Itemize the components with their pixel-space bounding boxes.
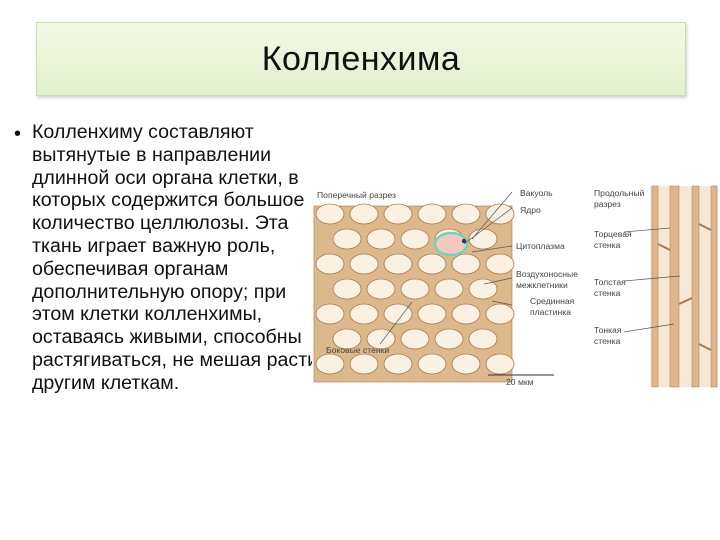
- label-scale-bar: 20 мкм: [506, 377, 534, 387]
- label-vacuole: Вакуоль: [520, 188, 553, 198]
- cell-lumen: [451, 203, 481, 225]
- cell-lumen: [315, 203, 345, 225]
- cell-lumen: [434, 278, 464, 300]
- cell-lumen: [451, 303, 481, 325]
- cell-lumen: [366, 228, 396, 250]
- label-thin-wall-1: Тонкая: [594, 325, 622, 335]
- cell-lumen: [383, 303, 413, 325]
- label-middle-lamella-1: Срединная: [530, 296, 575, 306]
- cell-lumen: [417, 253, 447, 275]
- label-cross-section: Поперечный разрез: [317, 190, 396, 200]
- cell-lumen: [485, 203, 515, 225]
- longitudinal-section: [650, 185, 718, 388]
- cell-lumen: [349, 203, 379, 225]
- label-longitudinal-1: Продольный: [594, 188, 645, 198]
- label-nucleus: Ядро: [520, 205, 541, 215]
- label-middle-lamella-2: пластинка: [530, 307, 571, 317]
- cell-lumen: [332, 228, 362, 250]
- label-side-walls: Боковые стенки: [326, 345, 389, 355]
- slide-title: Колленхима: [261, 39, 461, 78]
- label-end-wall-2: стенка: [594, 240, 621, 250]
- cell-lumen: [383, 203, 413, 225]
- cell-lumen: [400, 228, 430, 250]
- cell-lumen: [383, 353, 413, 375]
- cross-section-tissue: [313, 203, 515, 383]
- cell-lumen: [417, 203, 447, 225]
- cell-lumen: [315, 303, 345, 325]
- cell-lumen: [332, 328, 362, 350]
- cell-lumen: [349, 303, 379, 325]
- cell-lumen: [468, 278, 498, 300]
- highlighted-cell: [433, 231, 469, 257]
- label-longitudinal-2: разрез: [594, 199, 621, 209]
- label-air-spaces-1: Воздухоносные: [516, 269, 578, 279]
- label-thin-wall-2: стенка: [594, 336, 621, 346]
- label-cytoplasm: Цитоплазма: [516, 241, 565, 251]
- nucleus-dot: [461, 238, 467, 244]
- cell-lumen: [349, 353, 379, 375]
- cell-lumen: [434, 328, 464, 350]
- cell-lumen: [485, 303, 515, 325]
- label-end-wall-1: Торцевая: [594, 229, 632, 239]
- label-thick-wall-1: Толстая: [594, 277, 626, 287]
- cell-lumen: [468, 328, 498, 350]
- cell-lumen: [315, 353, 345, 375]
- cell-lumen: [349, 253, 379, 275]
- bullet-icon: •: [14, 123, 22, 145]
- cell-lumen: [400, 328, 430, 350]
- cell-lumen: [468, 228, 498, 250]
- body-text: Колленхиму составляют вытянутые в направ…: [32, 121, 319, 394]
- title-box: Колленхима: [36, 22, 686, 96]
- collenchyma-figure: Поперечный разрез Вакуоль Ядро Цитоплазм…: [312, 184, 718, 389]
- leader-lines: [379, 191, 681, 345]
- cell-lumen: [315, 253, 345, 275]
- label-thick-wall-2: стенка: [594, 288, 621, 298]
- cell-lumen: [485, 253, 515, 275]
- cell-lumen: [451, 253, 481, 275]
- cell-lumen: [383, 253, 413, 275]
- cell-lumen: [451, 353, 481, 375]
- cell-lumen: [332, 278, 362, 300]
- cells-group: [315, 203, 515, 375]
- collenchyma-diagram: Поперечный разрез Вакуоль Ядро Цитоплазм…: [313, 185, 718, 388]
- cell-lumen: [366, 278, 396, 300]
- cell-lumen: [417, 353, 447, 375]
- cell-lumen: [400, 278, 430, 300]
- cell-lumen: [485, 353, 515, 375]
- cell-lumen: [417, 303, 447, 325]
- label-air-spaces-2: межклетники: [516, 280, 568, 290]
